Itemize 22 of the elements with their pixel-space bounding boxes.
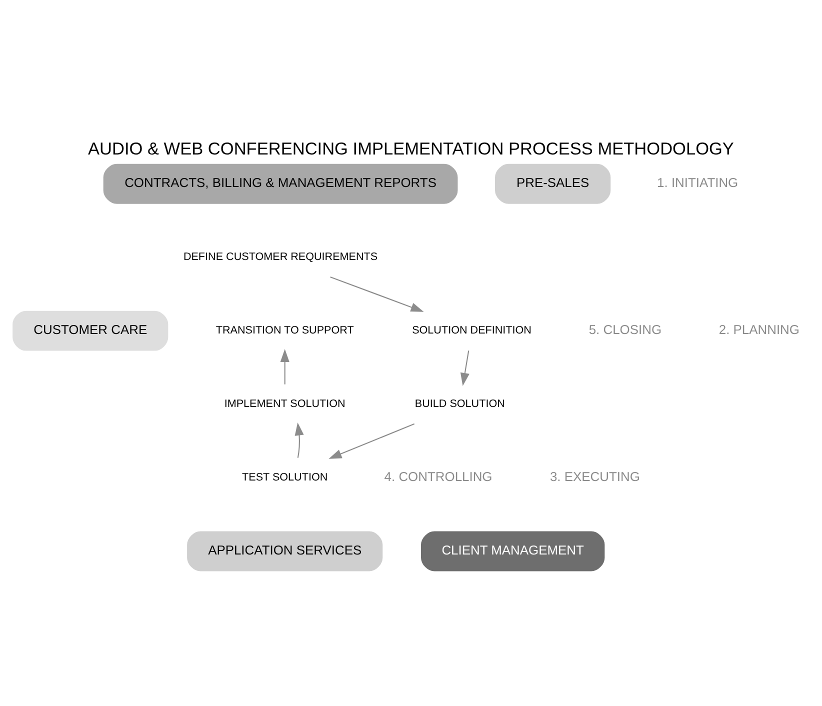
label: 2. PLANNING [718, 322, 800, 337]
node-text: BUILD SOLUTION [414, 397, 505, 410]
node-text: DEFINE CUSTOMER REQUIREMENTS [183, 250, 378, 263]
node-box: CONTRACTS, BILLING & MANAGEMENT REPORTS [103, 163, 458, 204]
arrow [328, 422, 415, 458]
node-text: IMPLEMENT SOLUTION [224, 397, 346, 410]
node-box: PRE-SALES [495, 163, 611, 204]
arrow [330, 276, 424, 312]
arrow [294, 422, 304, 458]
label: 3. EXECUTING [550, 468, 640, 484]
node-text: TRANSITION TO SUPPORT [216, 324, 354, 336]
label: 4. CONTROLLING [384, 468, 492, 484]
label: 1. INITIATING [657, 174, 738, 190]
arrow [460, 350, 470, 386]
node-text: SOLUTION DEFINITION [412, 324, 532, 336]
diagram-title: AUDIO & WEB CONFERENCING IMPLEMENTATION PROCESS METHODOLOGY [88, 138, 734, 158]
node-box: CUSTOMER CARE [12, 310, 168, 350]
label: 5. CLOSING [588, 322, 662, 337]
node-box: APPLICATION SERVICES [187, 530, 383, 571]
arrow [280, 348, 290, 384]
node-box: CLIENT MANAGEMENT [421, 530, 605, 571]
node-text: TEST SOLUTION [242, 470, 328, 483]
